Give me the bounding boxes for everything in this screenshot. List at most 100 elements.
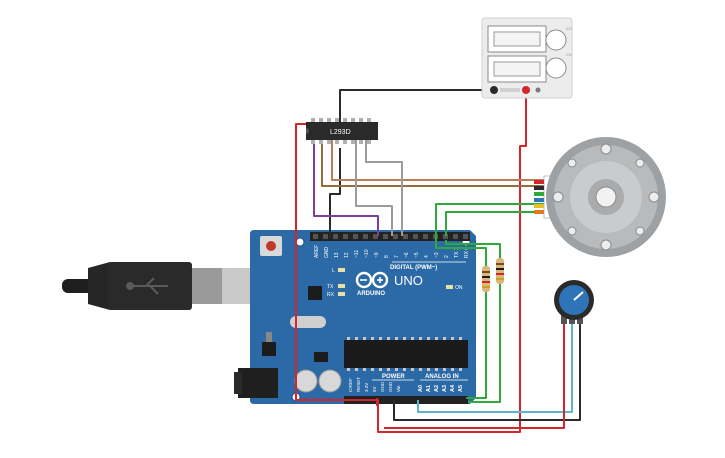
pin-label-aref: AREF xyxy=(314,245,320,258)
voltage-display-screen xyxy=(493,31,541,47)
pin-label-12: 12 xyxy=(344,252,350,258)
wire-teal-pot-wiper[interactable] xyxy=(417,322,573,413)
led-rx-label: RX xyxy=(327,292,335,298)
motor-mount-holes xyxy=(552,143,660,251)
pin-label-a4: A4 xyxy=(450,384,456,392)
resistor-band xyxy=(482,281,490,283)
crystal-oscillator xyxy=(290,316,326,328)
pot-leg xyxy=(561,312,567,324)
wire-green-encoder-1[interactable] xyxy=(435,203,544,236)
voltage-regulator xyxy=(262,342,276,356)
pot-indicator xyxy=(573,291,584,301)
potentiometer[interactable] xyxy=(554,280,594,324)
pin-label-2: 2 xyxy=(444,255,450,258)
bottom-header-strip xyxy=(344,396,468,404)
led-l-label: L xyxy=(332,268,335,274)
usb-b-port xyxy=(222,268,254,304)
dc-motor-encoder[interactable] xyxy=(534,137,666,257)
motor-shaft xyxy=(595,186,617,208)
reset-button-cap xyxy=(266,241,276,251)
voltage-knob[interactable] xyxy=(545,29,567,51)
pin-label-rx0: RX 0 xyxy=(464,247,470,258)
resistor-2[interactable] xyxy=(496,258,504,284)
atmega-microcontroller xyxy=(344,340,468,368)
pin-label-10: ~10 xyxy=(364,249,370,258)
l293d-body xyxy=(306,122,378,140)
resistor-band xyxy=(496,278,504,280)
wire-green-resistor-2[interactable] xyxy=(445,240,501,258)
resistor-body xyxy=(496,258,504,284)
pin-label-a5: A5 xyxy=(458,385,464,392)
led-l xyxy=(338,268,345,272)
pin-label-gnd1: GND xyxy=(380,381,385,392)
wire-gray-1[interactable] xyxy=(355,140,393,236)
wire-green-resistor-1-out[interactable] xyxy=(466,292,487,399)
smd-component xyxy=(314,352,328,362)
wire-green-encoder-2[interactable] xyxy=(445,211,544,236)
pin-label-5v: 5V xyxy=(372,386,377,392)
usb-cable-metal-shell xyxy=(192,268,222,304)
usb-interface-chip xyxy=(308,286,322,300)
dc-power-supply[interactable]: CC CV xyxy=(481,17,573,99)
pin-label-6: ~6 xyxy=(404,252,410,258)
usb-cable[interactable] xyxy=(62,262,254,310)
l293d-pins xyxy=(311,118,371,144)
l293d-driver-ic[interactable]: L293D xyxy=(306,118,378,144)
capacitor xyxy=(318,369,342,393)
resistor-1[interactable] xyxy=(482,266,490,292)
dc-barrel-jack[interactable] xyxy=(234,368,278,398)
pin-label-11: ~11 xyxy=(354,250,360,258)
board-model-label: UNO xyxy=(394,273,423,288)
analog-header-label: ANALOG IN xyxy=(425,374,459,380)
resistor-band xyxy=(482,276,490,278)
pin-label-8: 8 xyxy=(384,255,390,258)
pin-label-gnd: GND xyxy=(324,247,330,259)
wire-gray-2[interactable] xyxy=(365,140,403,236)
pin-label-a1: A1 xyxy=(426,385,432,392)
pin-label-3v3: 3.3V xyxy=(364,383,369,392)
wire-purple[interactable] xyxy=(313,140,379,236)
pin-label-9: ~9 xyxy=(374,252,380,258)
pin-label-a0: A0 xyxy=(418,385,424,392)
wire-tan-motor-b[interactable] xyxy=(331,140,548,181)
wire-brown-motor-a[interactable] xyxy=(321,140,548,187)
negative-terminal[interactable] xyxy=(490,86,498,94)
pin-label-4: 4 xyxy=(424,255,430,258)
digital-header-label: DIGITAL (PWM~) xyxy=(390,265,437,271)
l293d-notch xyxy=(306,128,309,134)
pin-label-13: 13 xyxy=(334,252,340,258)
positive-terminal[interactable] xyxy=(522,86,530,94)
resistor-band xyxy=(496,263,504,265)
resistor-band xyxy=(496,268,504,270)
pin-label-3: ~3 xyxy=(434,252,440,258)
pin-label-7: 7 xyxy=(394,255,400,258)
ground-terminal[interactable] xyxy=(535,87,541,93)
current-knob[interactable] xyxy=(545,57,567,79)
arduino-infinity-icon xyxy=(355,271,389,289)
arduino-wordmark: ARDUINO xyxy=(357,291,385,297)
dc-jack-lip xyxy=(234,372,242,394)
resistor-body xyxy=(482,266,490,292)
power-header-label: POWER xyxy=(382,374,405,380)
wire-black-pot-ground[interactable] xyxy=(393,322,581,421)
pin-label-a3: A3 xyxy=(442,385,448,392)
usb-cable-boot xyxy=(88,262,110,310)
wire-green-resistor-1[interactable] xyxy=(435,236,487,266)
mounting-hole xyxy=(295,237,305,247)
arduino-uno-board[interactable]: AREF GND 13 12 ~11 ~10 ~9 8 7 ~6 ~5 4 ~3… xyxy=(250,230,476,404)
atmega-pins-top xyxy=(347,337,462,340)
pin-label-tx1: TX 1 xyxy=(454,247,460,258)
on-led xyxy=(446,285,453,289)
wire-green-resistor-2-out[interactable] xyxy=(468,284,501,403)
wire-red-pot-supply[interactable] xyxy=(384,322,565,429)
motor-connector-wires xyxy=(534,180,544,214)
current-knob-label: CV xyxy=(566,52,572,57)
pin-label-gnd2: GND xyxy=(388,381,393,392)
pin-label-reset: RESET xyxy=(356,377,361,392)
voltage-knob-label: CC xyxy=(566,26,572,31)
led-rx xyxy=(338,292,345,296)
digital-header-strip xyxy=(310,232,470,241)
wire-red-power[interactable] xyxy=(295,90,527,433)
